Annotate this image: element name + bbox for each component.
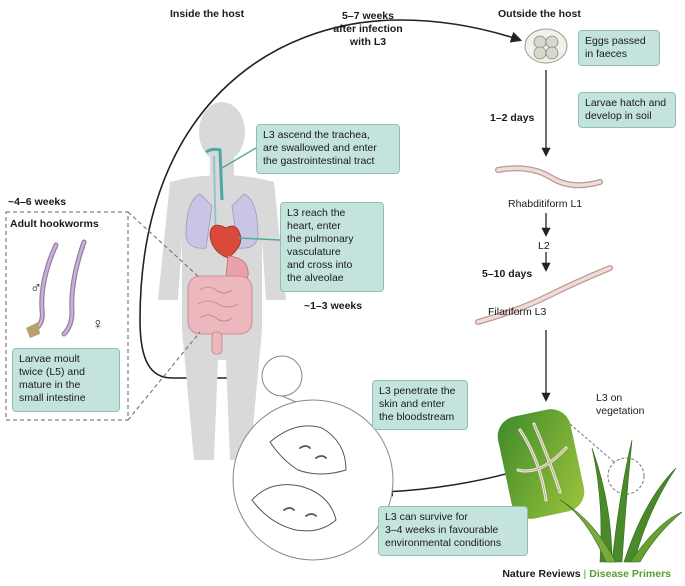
feet [251,425,347,532]
eggs-cluster [524,28,568,64]
credit-separator: | [583,568,587,580]
zoom-circle-small [261,355,303,397]
trachea [205,147,224,201]
connector-trachea [221,147,257,169]
adult-worms [31,239,87,337]
top-timing-label: 5–7 weeks after infection with L3 [333,10,403,48]
outside-host-header: Outside the host [498,8,581,20]
series-name: Disease Primers [589,568,671,580]
male-bursa [26,322,40,338]
female-symbol: ♀ [92,316,104,333]
larvae-in-skin [283,445,327,517]
journal-name: Nature Reviews [502,568,581,580]
adult-hookworms-title: Adult hookworms [10,218,99,230]
timing-1-3-weeks: ~1–3 weeks [304,300,363,312]
intestines [187,275,253,355]
l2-label: L2 [538,240,550,252]
connector-heart [237,237,281,241]
vegetation-l3 [497,409,585,519]
rhabditiform-larva [495,165,603,189]
zoom-circle-vegetation [607,457,645,495]
feet-circle [232,399,394,561]
filariform-larva [475,265,613,325]
return-arrow [383,469,521,497]
inside-host-header: Inside the host [170,8,245,20]
male-symbol: ♂ [30,280,42,297]
vegetation-label: L3 on vegetation [596,392,645,417]
cycle-arc [139,19,523,379]
trachea-box: L3 ascend the trachea,are swallowed and … [256,124,400,174]
timing-1-2-days: 1–2 days [490,112,535,124]
timing-5-10-days: 5–10 days [482,268,533,280]
timing-4-6-weeks: ~4–6 weeks [8,196,67,208]
grass [559,439,683,563]
filariform-label: Filariform L3 [488,306,547,318]
rhabditiform-label: Rhabditiform L1 [508,198,583,210]
journal-credit: Nature Reviews|Disease Primers [502,568,671,580]
